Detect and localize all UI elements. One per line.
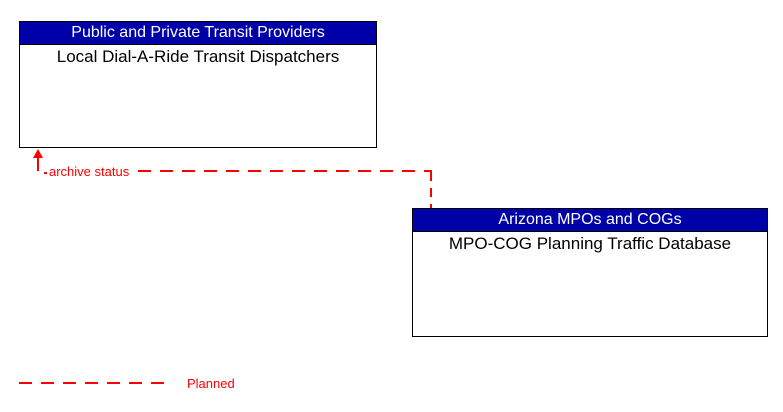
entity-box-arizona-mpos-and-cogs[interactable]: Arizona MPOs and COGs MPO-COG Planning T… xyxy=(412,208,768,337)
flow-label-archive-status[interactable]: archive status xyxy=(49,164,130,179)
entity-header: Arizona MPOs and COGs xyxy=(413,209,767,232)
arrow-up-icon xyxy=(33,149,43,158)
entity-body: MPO-COG Planning Traffic Database xyxy=(413,232,767,254)
flow-line-arrow-stem xyxy=(37,157,39,171)
entity-header-label: Public and Private Transit Providers xyxy=(71,24,325,41)
entity-body: Local Dial-A-Ride Transit Dispatchers xyxy=(20,45,376,67)
legend-label-planned: Planned xyxy=(187,376,235,391)
entity-header: Public and Private Transit Providers xyxy=(20,22,376,45)
flow-line-vertical-dashed xyxy=(430,172,432,208)
entity-element-label: Local Dial-A-Ride Transit Dispatchers xyxy=(56,47,340,66)
flow-label-leader-dot xyxy=(44,172,47,174)
entity-header-label: Arizona MPOs and COGs xyxy=(498,211,682,228)
entity-box-public-and-private-transit-providers[interactable]: Public and Private Transit Providers Loc… xyxy=(19,21,377,148)
entity-element-label: MPO-COG Planning Traffic Database xyxy=(448,234,732,253)
legend-dashed-line-sample xyxy=(19,382,169,384)
flow-line-horizontal-dashed xyxy=(138,170,432,172)
